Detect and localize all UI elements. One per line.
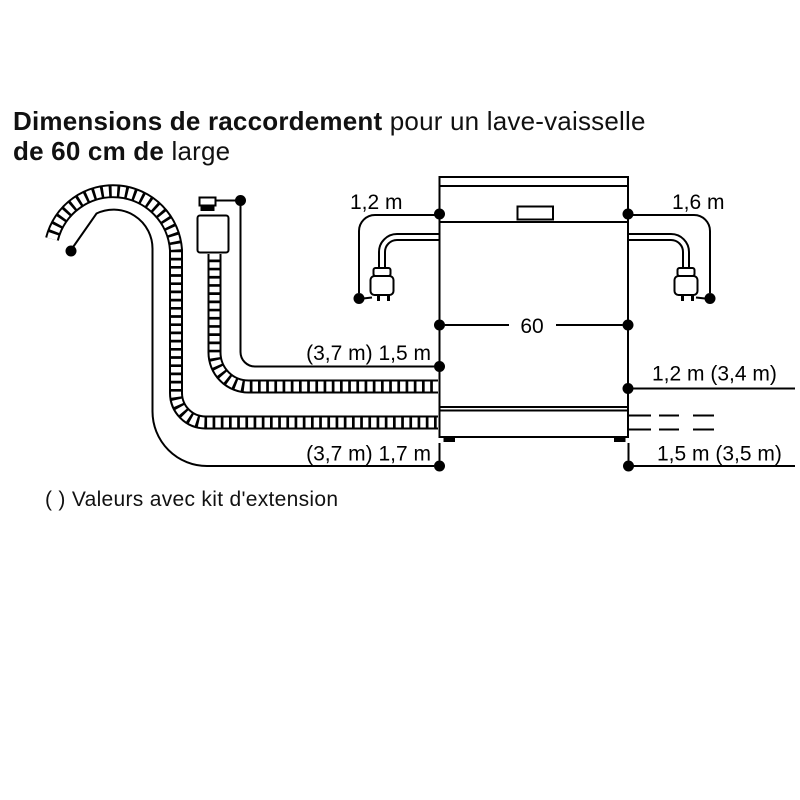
cord-left-wall-dot xyxy=(434,208,445,220)
power-plug-left-icon xyxy=(362,267,395,301)
width-dimension xyxy=(434,319,634,331)
water-tap-connector-icon xyxy=(196,196,230,254)
dishwasher-foot-right xyxy=(614,437,626,442)
cord-right-end-dot xyxy=(704,293,716,304)
supply-hose-wall-dot xyxy=(434,361,445,372)
supply-hose-end-dot xyxy=(235,195,246,206)
drain-hose xyxy=(45,184,438,430)
power-plug-right-icon xyxy=(673,267,706,301)
dimension-label-cord-right: 1,6 m xyxy=(672,191,725,214)
dimension-label-cord-left: 1,2 m xyxy=(350,191,403,214)
supply-hose xyxy=(207,254,438,394)
footnote: ( ) Valeurs avec kit d'extension xyxy=(45,488,339,511)
power-cord-left xyxy=(353,208,445,304)
drain-hose-alternative-dashed xyxy=(629,414,714,431)
right-dimension-upper xyxy=(622,383,795,394)
dimension-label-supply-hose: (3,7 m) 1,5 m xyxy=(306,342,431,365)
dimension-label-right-lower: 1,5 m (3,5 m) xyxy=(657,443,782,466)
drain-hose-dimension-line xyxy=(65,208,434,467)
right-dimension-lower xyxy=(623,443,795,472)
drain-hose-end-dot xyxy=(65,245,77,257)
drain-hose-bottom-dimension xyxy=(434,443,445,472)
page-title: Dimensions de raccordement pour un lave-… xyxy=(13,106,646,166)
title-line-2: de 60 cm de large xyxy=(13,136,231,166)
supply-hose-dimension-line xyxy=(216,195,434,368)
dimension-label-width: 60 xyxy=(520,315,543,338)
title-line-1: Dimensions de raccordement pour un lave-… xyxy=(13,106,646,136)
cord-right-wall-dot xyxy=(622,208,634,220)
cord-left-end-dot xyxy=(353,293,365,304)
dishwasher-foot-left xyxy=(443,437,455,442)
dimension-label-drain-hose: (3,7 m) 1,7 m xyxy=(306,443,431,466)
dishwasher-outline xyxy=(438,176,629,442)
dimension-label-right-upper: 1,2 m (3,4 m) xyxy=(652,363,777,386)
power-cord-right xyxy=(622,208,716,304)
dishwasher-display xyxy=(516,205,554,221)
